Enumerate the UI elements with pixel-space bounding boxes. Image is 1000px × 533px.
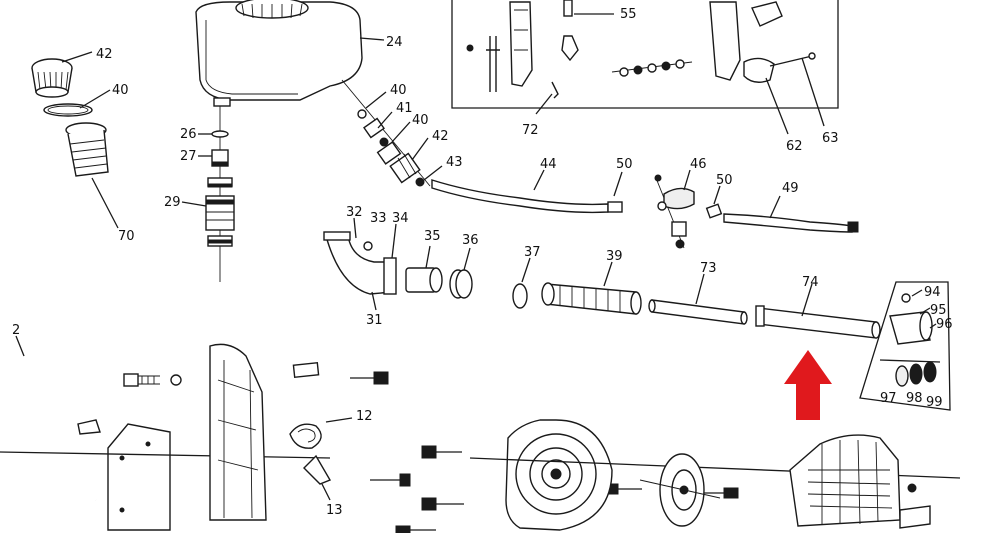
callout-43: 43 (446, 155, 463, 170)
callout-40-a: 40 (390, 83, 407, 98)
callout-63: 63 (822, 131, 839, 146)
fuel-valve-fittings (341, 79, 443, 187)
callout-24-tank: 24 (386, 35, 403, 50)
engine-cover (789, 434, 931, 529)
callout-36: 36 (462, 233, 479, 248)
callout-55: 55 (620, 7, 637, 22)
callout-42-cap: 42 (96, 47, 113, 62)
callout-27: 27 (180, 149, 197, 164)
backpack-frame (0, 335, 331, 531)
callout-73: 73 (700, 261, 717, 276)
callout-34: 34 (392, 211, 409, 226)
coupler-35-36 (405, 245, 473, 299)
callout-50-a: 50 (616, 157, 633, 172)
flex-hose-39 (512, 257, 642, 315)
callout-31: 31 (366, 313, 383, 328)
throttle-bracket (607, 169, 859, 249)
tank-fitting-stack (181, 106, 235, 282)
callout-39: 39 (606, 249, 623, 264)
fan-housing (469, 419, 961, 531)
callout-2: 2 (12, 323, 20, 338)
callout-95: 95 (930, 303, 947, 318)
callout-32: 32 (346, 205, 363, 220)
callout-35: 35 (424, 229, 441, 244)
callout-94: 94 (924, 285, 941, 300)
callout-40-b: 40 (412, 113, 429, 128)
callout-72: 72 (522, 123, 539, 138)
callout-99: 99 (926, 395, 943, 410)
callout-70-strainer: 70 (118, 229, 135, 244)
callout-74: 74 (802, 275, 819, 290)
inset-detail-box (451, 0, 839, 135)
callout-50-b: 50 (716, 173, 733, 188)
callout-29: 29 (164, 195, 181, 210)
blower-tubes (648, 273, 881, 339)
callout-96: 96 (936, 317, 953, 332)
callout-97: 97 (880, 391, 897, 406)
callout-49: 49 (782, 181, 799, 196)
highlight-arrow (784, 350, 832, 420)
elbow-pipe-31 (323, 217, 397, 311)
nozzle-inset (859, 281, 951, 411)
callout-44: 44 (540, 157, 557, 172)
callout-12: 12 (356, 409, 373, 424)
callout-33: 33 (370, 211, 387, 226)
throttle-cable-44 (431, 169, 609, 214)
fan-housing-screws (370, 445, 739, 533)
backplate (209, 343, 389, 521)
callout-46: 46 (690, 157, 707, 172)
callout-13: 13 (326, 503, 343, 518)
callout-37: 37 (524, 245, 541, 260)
callout-62: 62 (786, 139, 803, 154)
callout-42-fitting: 42 (432, 129, 449, 144)
mounting-bolts-left (123, 373, 182, 387)
callout-26: 26 (180, 127, 197, 142)
callout-40-gasket: 40 (112, 83, 129, 98)
impeller (639, 453, 721, 527)
fuel-cap-assembly (31, 51, 119, 229)
callout-98: 98 (906, 391, 923, 406)
callout-41: 41 (396, 101, 413, 116)
fuel-tank (195, 0, 385, 107)
